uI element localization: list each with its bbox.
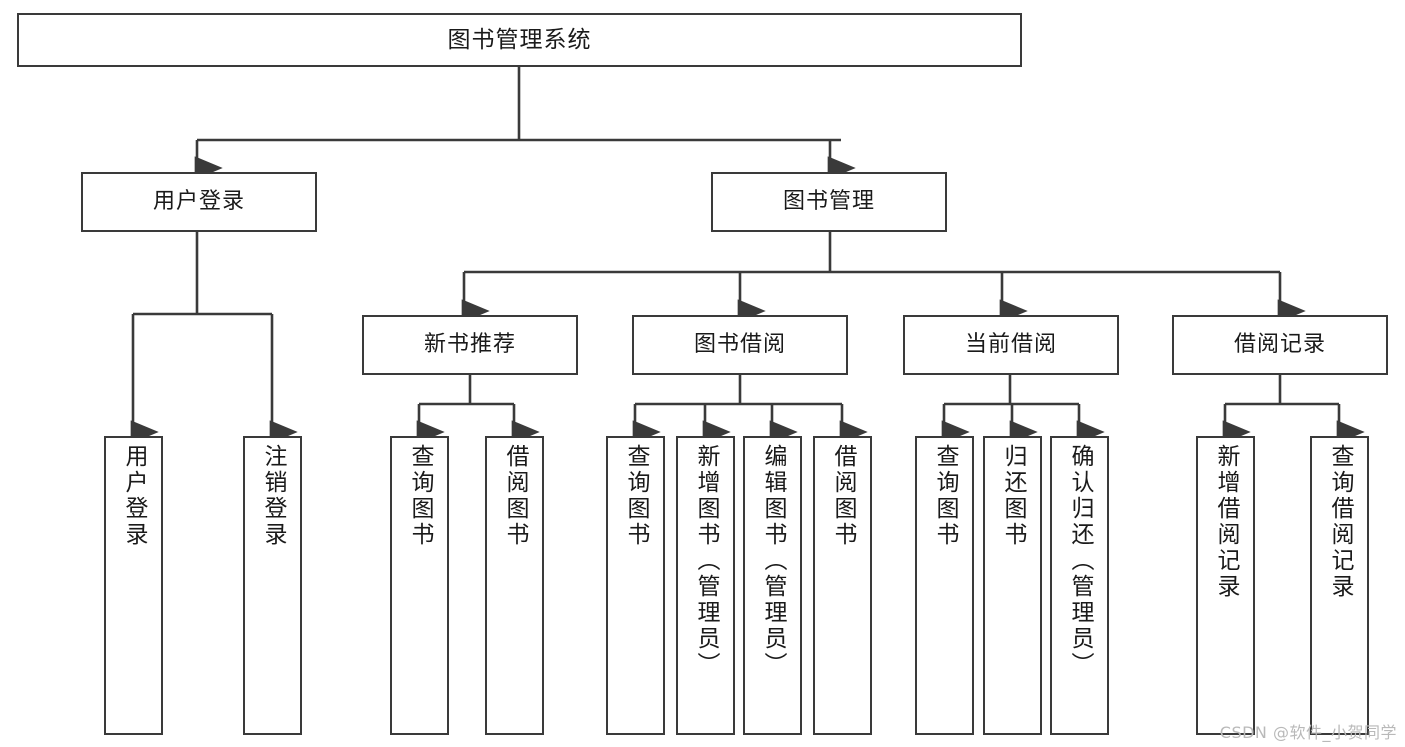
node-leaf-borrow-book-2[interactable]: 借阅图书	[813, 436, 872, 735]
node-leaf-edit-book-label: 编辑图书（管理员）	[760, 444, 786, 678]
node-book-manage[interactable]: 图书管理	[711, 172, 947, 232]
node-leaf-query-book-2-label: 查询图书	[623, 444, 649, 548]
node-leaf-confirm-return-label: 确认归还（管理员）	[1067, 444, 1093, 678]
node-leaf-query-book-1[interactable]: 查询图书	[390, 436, 449, 735]
node-leaf-add-record[interactable]: 新增借阅记录	[1196, 436, 1255, 735]
node-leaf-borrow-book-2-label: 借阅图书	[830, 444, 856, 548]
node-leaf-return-book-label: 归还图书	[1000, 444, 1026, 548]
node-leaf-user-login-label: 用户登录	[121, 444, 147, 548]
node-leaf-query-record[interactable]: 查询借阅记录	[1310, 436, 1369, 735]
node-user-login-label: 用户登录	[152, 189, 245, 215]
node-new-book-recommend[interactable]: 新书推荐	[362, 315, 578, 375]
node-leaf-borrow-book-1[interactable]: 借阅图书	[485, 436, 544, 735]
node-borrow-record-label: 借阅记录	[1233, 332, 1326, 358]
node-book-borrow-label: 图书借阅	[693, 332, 786, 358]
node-leaf-logout-login[interactable]: 注销登录	[243, 436, 302, 735]
node-user-login[interactable]: 用户登录	[81, 172, 317, 232]
node-new-book-recommend-label: 新书推荐	[423, 332, 516, 358]
node-leaf-add-book-label: 新增图书（管理员）	[693, 444, 719, 678]
node-leaf-add-book[interactable]: 新增图书（管理员）	[676, 436, 735, 735]
node-current-borrow-label: 当前借阅	[964, 332, 1057, 358]
node-book-borrow[interactable]: 图书借阅	[632, 315, 848, 375]
node-root-label: 图书管理系统	[447, 26, 592, 53]
node-leaf-logout-login-label: 注销登录	[260, 444, 286, 548]
node-leaf-query-book-1-label: 查询图书	[407, 444, 433, 548]
node-leaf-add-record-label: 新增借阅记录	[1213, 444, 1239, 600]
node-root[interactable]: 图书管理系统	[17, 13, 1022, 67]
node-book-manage-label: 图书管理	[782, 189, 875, 215]
node-leaf-user-login[interactable]: 用户登录	[104, 436, 163, 735]
node-current-borrow[interactable]: 当前借阅	[903, 315, 1119, 375]
node-leaf-query-record-label: 查询借阅记录	[1327, 444, 1353, 600]
node-leaf-borrow-book-1-label: 借阅图书	[502, 444, 528, 548]
node-leaf-return-book[interactable]: 归还图书	[983, 436, 1042, 735]
node-leaf-query-book-2[interactable]: 查询图书	[606, 436, 665, 735]
node-leaf-query-book-3[interactable]: 查询图书	[915, 436, 974, 735]
watermark-text: CSDN @软件_小贺同学	[1219, 723, 1397, 742]
node-borrow-record[interactable]: 借阅记录	[1172, 315, 1388, 375]
node-leaf-query-book-3-label: 查询图书	[932, 444, 958, 548]
node-leaf-confirm-return[interactable]: 确认归还（管理员）	[1050, 436, 1109, 735]
node-leaf-edit-book[interactable]: 编辑图书（管理员）	[743, 436, 802, 735]
